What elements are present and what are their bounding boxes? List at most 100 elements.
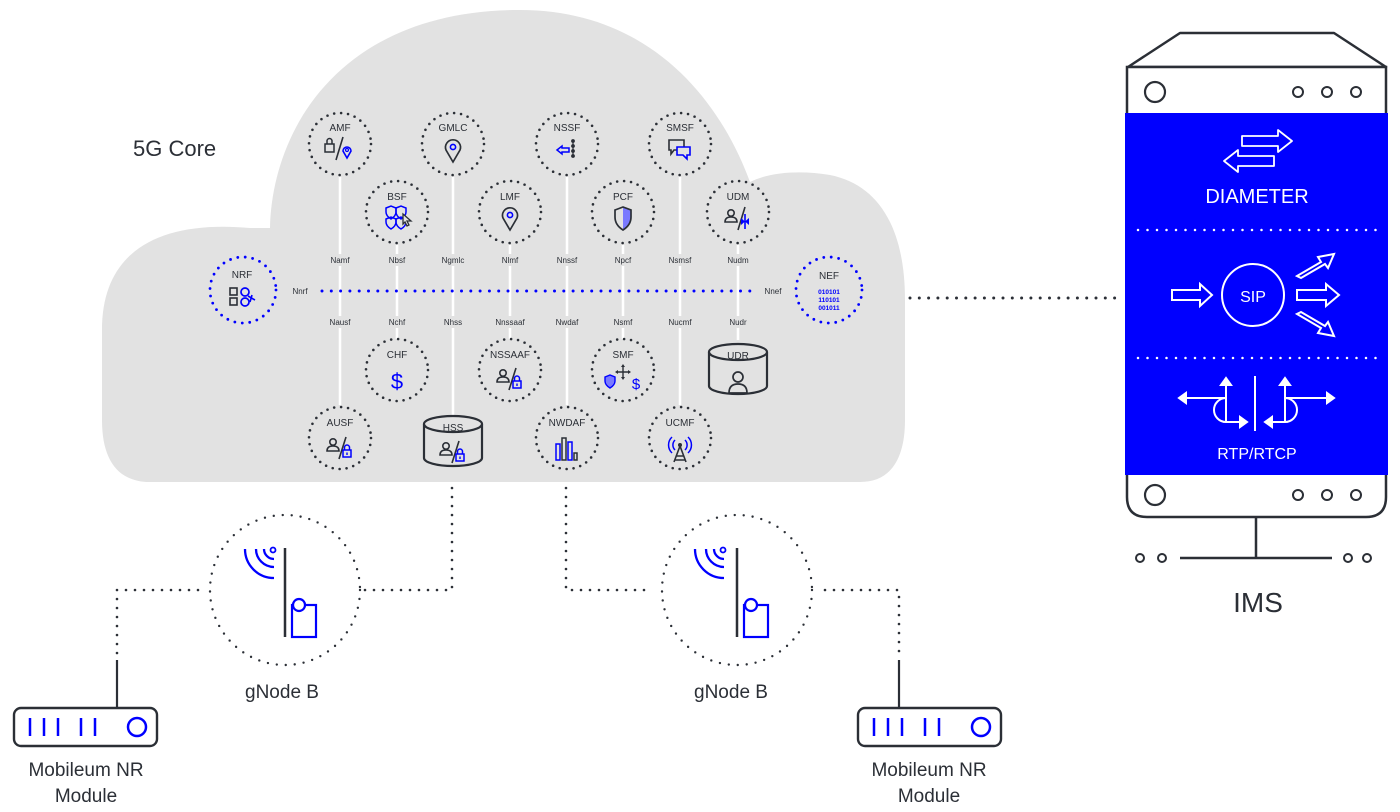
iface-label: Nucmf — [668, 318, 692, 327]
ran-links — [115, 486, 901, 660]
binary-icon: 010101 110101 001011 — [818, 289, 840, 312]
iface-label: Nchf — [389, 318, 406, 327]
power-indicator-icon — [1143, 80, 1167, 104]
nf-name: NEF — [819, 271, 839, 282]
gnodeb-2[interactable] — [660, 513, 814, 667]
iface-label: Namf — [330, 256, 350, 265]
gnodeb-1-label: gNode B — [245, 682, 319, 703]
iface-label: Nnssaaf — [495, 318, 525, 327]
nf-name: NSSF — [554, 123, 581, 134]
iface-label: Nlmf — [502, 256, 519, 265]
nf-nssf[interactable]: NSSF — [534, 111, 600, 177]
shield-icon — [614, 206, 632, 232]
location-pin-icon — [444, 139, 462, 164]
nf-nssaaf[interactable]: NSSAAF — [477, 337, 543, 403]
ims-blue-panel — [1125, 113, 1388, 475]
svg-text:$: $ — [632, 376, 641, 393]
nf-name: NWDAF — [549, 418, 586, 429]
nf-name: AUSF — [327, 418, 354, 429]
nf-name: NSSAAF — [490, 350, 530, 361]
nf-amf[interactable]: AMF — [307, 111, 373, 177]
nf-name: CHF — [387, 350, 408, 361]
db-hss[interactable]: HSS — [422, 414, 484, 468]
user-lock-icon — [326, 436, 352, 460]
user-lock-icon — [496, 367, 522, 391]
database-user-lock-icon — [439, 440, 465, 464]
loop-arrows-icon — [1177, 376, 1336, 431]
nf-gmlc[interactable]: GMLC — [420, 111, 486, 177]
5g-core-cloud — [102, 10, 905, 482]
nf-name: PCF — [613, 192, 633, 203]
iface-label: Nsmf — [614, 318, 633, 327]
iface-label: Nhss — [444, 318, 462, 327]
nf-chf[interactable]: CHF $ — [364, 337, 430, 403]
registry-icon — [229, 287, 256, 307]
db-udr[interactable]: UDR — [707, 342, 769, 396]
svg-text:001011: 001011 — [818, 305, 840, 312]
nf-name: AMF — [329, 123, 350, 134]
nf-udm[interactable]: UDM — [705, 179, 771, 245]
antenna-tower-icon — [667, 436, 693, 463]
iface-label-nnef: Nnef — [765, 287, 783, 296]
nf-ucmf[interactable]: UCMF — [647, 405, 713, 471]
nf-ausf[interactable]: AUSF — [307, 405, 373, 471]
location-pin-icon — [501, 207, 519, 232]
ims-server[interactable]: DIAMETER SIP RTP/RTCP — [1125, 31, 1388, 563]
iface-label: Nudr — [729, 318, 747, 327]
gnodeb-antenna-icon — [693, 546, 770, 639]
ims-section-rtp: RTP/RTCP — [1217, 446, 1296, 463]
nf-name: UDR — [727, 351, 749, 362]
iface-label: Nudm — [727, 256, 749, 265]
iface-label: Ngmlc — [442, 256, 465, 265]
nr-module-2[interactable] — [856, 706, 1003, 748]
gnodeb-antenna-icon — [243, 546, 318, 639]
nf-name: SMSF — [666, 123, 694, 134]
nf-name: GMLC — [439, 123, 468, 134]
nf-bsf[interactable]: BSF — [364, 179, 430, 245]
nf-nrf[interactable]: NRF — [208, 255, 278, 325]
nf-nef[interactable]: NEF 010101 110101 001011 — [794, 255, 864, 325]
nf-smf[interactable]: SMF $ — [590, 337, 656, 403]
module-led-bars-icon — [28, 718, 97, 736]
nr-module-1-label-line1: Mobileum NR — [28, 760, 143, 781]
nf-pcf[interactable]: PCF — [590, 179, 656, 245]
sip-fanout-icon — [1171, 252, 1341, 338]
iface-label: Nwdaf — [556, 318, 579, 327]
slice-select-arrow-icon — [555, 139, 575, 158]
module-led-bars-icon — [872, 718, 941, 736]
ims-title: IMS — [1233, 587, 1283, 618]
database-user-icon — [728, 371, 748, 394]
nr-module-1-label-line2: Module — [55, 786, 117, 807]
lock-location-icon — [324, 136, 352, 161]
ims-section-sip: SIP — [1240, 289, 1266, 306]
module-power-icon — [970, 716, 992, 738]
user-data-icon — [724, 206, 749, 231]
nf-name: HSS — [443, 423, 464, 434]
dollar-icon: $ — [391, 369, 403, 394]
interface-labels: Namf Nbsf Ngmlc Nlmf Nnssf Npcf Nsmsf Nu… — [292, 254, 782, 328]
nf-name: UCMF — [666, 418, 695, 429]
chat-bubbles-icon — [668, 139, 691, 161]
exchange-arrows-icon — [1223, 129, 1293, 173]
gnodeb-1[interactable] — [208, 513, 362, 667]
nf-nwdaf[interactable]: NWDAF — [534, 405, 600, 471]
iface-label: Nbsf — [389, 256, 406, 265]
shields-cursor-icon — [385, 205, 413, 230]
nr-module-2-label-line2: Module — [898, 786, 960, 807]
nf-name: NRF — [232, 270, 253, 281]
nf-lmf[interactable]: LMF — [477, 179, 543, 245]
iface-label: Nausf — [330, 318, 352, 327]
gnodeb-2-label: gNode B — [694, 682, 768, 703]
nf-smsf[interactable]: SMSF — [647, 111, 713, 177]
svg-text:010101: 010101 — [818, 289, 840, 296]
svg-text:110101: 110101 — [818, 297, 840, 304]
bar-chart-icon — [555, 437, 578, 461]
shield-move-dollar-icon: $ — [604, 364, 641, 393]
nf-name: LMF — [500, 192, 520, 203]
ims-section-diameter: DIAMETER — [1205, 186, 1308, 208]
iface-label: Nsmsf — [669, 256, 692, 265]
nf-name: UDM — [727, 192, 750, 203]
nr-module-1[interactable] — [12, 706, 159, 748]
nf-name: SMF — [612, 350, 633, 361]
